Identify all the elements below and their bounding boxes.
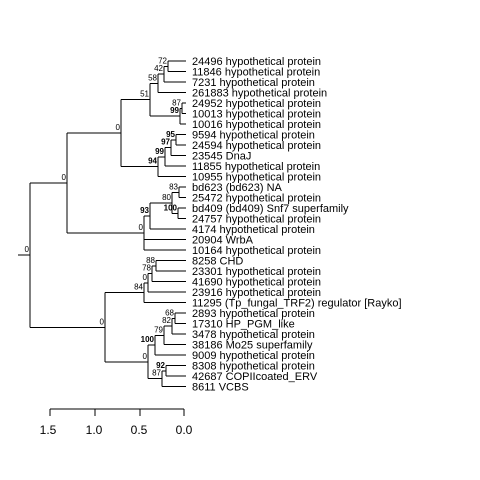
support-value: 78 — [142, 264, 151, 273]
leaf-label: 4174 hypothetical protein — [192, 224, 315, 236]
leaf-label: 8308 hypothetical protein — [192, 361, 315, 373]
leaf-label: 9594 hypothetical protein — [192, 130, 315, 142]
tree-branches — [18, 60, 186, 387]
leaf-label: 7231 hypothetical protein — [192, 77, 315, 89]
support-value: 0 — [25, 245, 30, 254]
support-value: 42 — [154, 64, 163, 73]
leaf-label: 8258 CHD — [192, 256, 243, 268]
leaf-label: 11295 (Tp_fungal_TRF2) regulator [Rayko] — [192, 298, 402, 310]
support-value: 100 — [164, 203, 178, 212]
leaf-label: 41690 hypothetical protein — [192, 277, 321, 289]
support-value: 72 — [158, 56, 167, 65]
leaf-label: 10013 hypothetical protein — [192, 109, 321, 121]
leaf-label: 38186 Mo25 superfamily — [192, 340, 313, 352]
support-value: 0 — [143, 273, 148, 282]
leaf-label: 24496 hypothetical protein — [192, 56, 321, 68]
leaf-label: 261883 hypothetical protein — [192, 88, 327, 100]
leaf-label: 10016 hypothetical protein — [192, 119, 321, 131]
support-value: 58 — [148, 73, 157, 82]
support-value: 99 — [170, 106, 179, 115]
leaf-label: 24757 hypothetical protein — [192, 214, 321, 226]
leaf-label: 42687 COPIIcoated_ERV — [192, 371, 318, 383]
leaf-label: 23916 hypothetical protein — [192, 287, 321, 299]
leaf-label: 11846 hypothetical protein — [192, 67, 320, 79]
support-value: 82 — [162, 316, 171, 325]
support-value: 97 — [161, 138, 170, 147]
scale-label: 0.0 — [176, 423, 193, 437]
support-value: 51 — [140, 90, 149, 99]
leaf-label: 10164 hypothetical protein — [192, 245, 321, 257]
support-value: 0 — [116, 123, 121, 132]
support-values: 7242588799519597999408310080930088780846… — [25, 56, 182, 377]
leaf-label: bd623 (bd623) NA — [192, 182, 283, 194]
support-value: 84 — [134, 283, 143, 292]
support-value: 92 — [156, 361, 165, 370]
support-value: 0 — [139, 223, 144, 232]
leaf-label: bd409 (bd409) Snf7 superfamily — [192, 203, 349, 215]
support-value: 79 — [154, 325, 163, 334]
leaf-label: 10955 hypothetical protein — [192, 172, 321, 184]
leaf-label: 23545 DnaJ — [192, 151, 251, 163]
scale-label: 0.5 — [131, 423, 148, 437]
leaf-label: 2893 hypothetical protein — [192, 308, 315, 320]
leaf-label: 11855 hypothetical protein — [192, 161, 320, 173]
support-value: 88 — [146, 256, 155, 265]
support-value: 94 — [148, 157, 157, 166]
leaf-label: 23301 hypothetical protein — [192, 266, 321, 278]
support-value: 87 — [172, 98, 181, 107]
support-value: 0 — [100, 317, 105, 326]
scale-label: 1.5 — [40, 423, 57, 437]
scale-bar: 1.5 1.0 0.5 0.0 — [40, 408, 193, 437]
support-value: 99 — [155, 147, 164, 156]
leaf-label: 8611 VCBS — [192, 382, 249, 394]
support-value: 68 — [165, 308, 174, 317]
leaf-label: 17310 HP_PGM_like — [192, 319, 295, 331]
leaf-label: 3478 hypothetical protein — [192, 329, 315, 341]
leaf-label: 9009 hypothetical protein — [192, 350, 315, 362]
support-value: 93 — [140, 206, 149, 215]
support-value: 0 — [62, 173, 67, 182]
support-value: 0 — [143, 352, 148, 361]
leaf-label: 24952 hypothetical protein — [192, 98, 321, 110]
support-value: 83 — [169, 182, 178, 191]
leaf-label: 24594 hypothetical protein — [192, 140, 321, 152]
scale-label: 1.0 — [86, 423, 103, 437]
support-value: 87 — [152, 369, 161, 378]
support-value: 80 — [162, 193, 171, 202]
leaf-label: 25472 hypothetical protein — [192, 193, 321, 205]
leaf-label: 20904 WrbA — [192, 235, 254, 247]
support-value: 100 — [141, 335, 155, 344]
support-value: 95 — [166, 130, 175, 139]
